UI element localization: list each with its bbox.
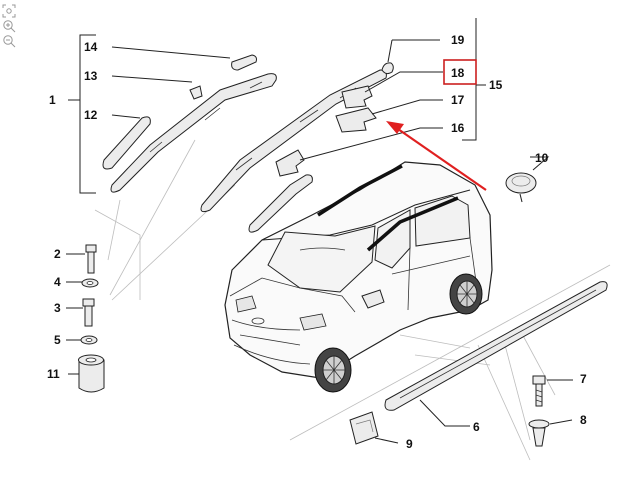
callout-17[interactable]: 17 [451,93,465,107]
callout-5[interactable]: 5 [54,333,61,347]
highlight-box-18 [443,59,477,85]
callout-13[interactable]: 13 [84,69,98,83]
part-9 [349,411,399,445]
bracket-1 [68,34,96,194]
right-roof-rail [200,69,387,213]
zoom-toolbar [2,4,18,49]
callout-4[interactable]: 4 [54,275,61,289]
callout-10[interactable]: 10 [535,151,549,165]
callout-2[interactable]: 2 [54,247,61,261]
guide-lines [94,139,611,461]
callout-12[interactable]: 12 [84,108,98,122]
callout-14[interactable]: 14 [84,40,98,54]
callout-19[interactable]: 19 [451,33,465,47]
left-roof-rail [110,73,277,193]
zoom-out-icon[interactable] [2,34,16,48]
part-14 [111,46,257,71]
callout-7[interactable]: 7 [580,372,587,386]
part-18 [341,71,443,109]
part-17 [335,99,443,133]
callout-1[interactable]: 1 [49,93,56,107]
bracket-15 [462,18,486,141]
callout-11[interactable]: 11 [47,367,60,381]
callout-9[interactable]: 9 [406,437,413,451]
pointer-arrow [386,121,487,191]
part-19 [381,39,440,75]
part-3 [66,298,95,327]
callout-15[interactable]: 15 [489,78,503,92]
callout-3[interactable]: 3 [54,301,61,315]
part-12 [102,114,151,170]
part-13 [111,75,203,100]
part-5 [66,335,98,345]
callout-16[interactable]: 16 [451,121,465,135]
front-rail-piece [248,174,313,233]
part-16 [275,127,443,177]
part-11 [68,354,105,393]
part-10 [505,156,550,203]
van-illustration [224,161,493,393]
part-4 [66,278,99,288]
part-8 [528,419,573,447]
part-7 [532,375,573,407]
zoom-in-icon[interactable] [2,19,16,33]
fit-icon[interactable] [2,4,16,18]
part-2 [66,244,97,274]
callout-18[interactable]: 18 [451,66,465,80]
callout-6[interactable]: 6 [473,420,480,434]
callout-8[interactable]: 8 [580,413,587,427]
part-6 [384,281,608,427]
